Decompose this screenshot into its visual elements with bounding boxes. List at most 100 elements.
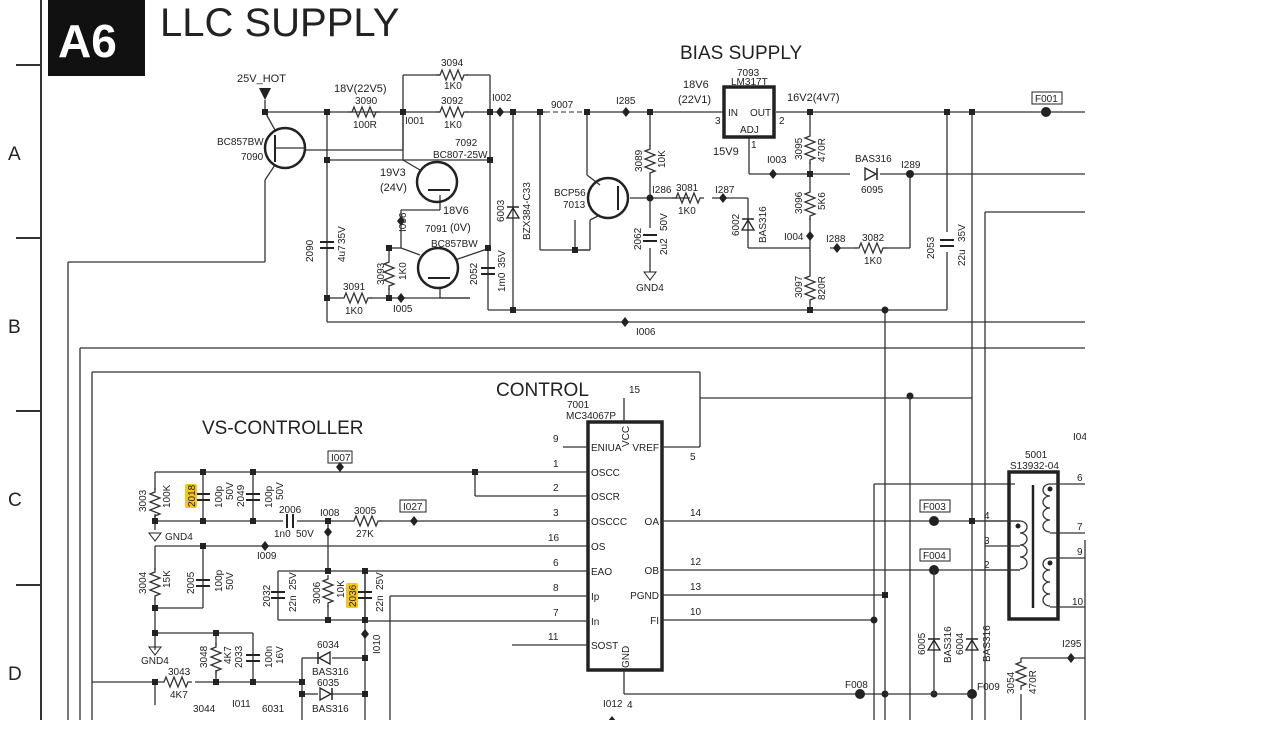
svg-text:5001: 5001 xyxy=(1025,450,1048,461)
svg-text:27K: 27K xyxy=(356,529,374,540)
resistor-3091: 3091 1K0 xyxy=(339,282,373,317)
ic-pin-number: 9 xyxy=(553,434,559,445)
svg-text:470R: 470R xyxy=(1028,670,1039,694)
page-bottom xyxy=(41,720,1280,747)
net-22v1: (22V1) xyxy=(678,94,711,106)
wires-control xyxy=(155,372,1020,720)
svg-text:9: 9 xyxy=(1077,547,1083,558)
svg-text:4u7: 4u7 xyxy=(337,245,348,262)
transistor-7092: 7092 BC807-25W xyxy=(415,138,488,204)
svg-text:3090: 3090 xyxy=(355,96,378,107)
ic-pin-number: 8 xyxy=(553,583,559,594)
resistor-3048: 3048 4K7 xyxy=(199,642,234,676)
capacitor-2033: 2033 100n 16V xyxy=(234,645,286,668)
svg-text:1K0: 1K0 xyxy=(444,120,462,131)
svg-text:7092: 7092 xyxy=(455,138,478,149)
transistor-7090: BC857BW 7090 xyxy=(217,126,307,170)
resistor-3044-ref: 3044 xyxy=(193,704,216,715)
net-24v: (24V) xyxy=(380,182,407,194)
svg-text:F001: F001 xyxy=(1035,94,1058,105)
sheet-id-badge xyxy=(48,0,145,76)
svg-text:22n: 22n xyxy=(288,595,299,612)
svg-text:35V: 35V xyxy=(337,226,348,244)
row-label-b: B xyxy=(8,317,21,338)
ic-pin-vref: VREF xyxy=(632,443,659,454)
f003-test-point: F003 xyxy=(919,499,951,513)
svg-text:50V: 50V xyxy=(225,572,236,590)
ic-pin-number: 7 xyxy=(553,608,559,619)
svg-text:3093: 3093 xyxy=(376,262,387,285)
svg-text:3092: 3092 xyxy=(441,96,464,107)
i027-test-point: I027 xyxy=(399,499,427,513)
net-18v6: 18V6 xyxy=(683,79,709,91)
svg-text:3006: 3006 xyxy=(312,581,323,604)
i012-marker xyxy=(608,716,616,721)
resistor-3005: 3005 27K xyxy=(349,506,383,540)
zener-6003: 6003 BZX384-C33 xyxy=(496,182,533,240)
capacitor-2005: 2005 100p 50V xyxy=(186,569,236,594)
svg-text:820R: 820R xyxy=(817,276,828,300)
svg-text:I027: I027 xyxy=(403,502,423,513)
capacitor-2006: 2006 1n0 50V xyxy=(274,505,314,540)
resistor-3097: 3097 820R xyxy=(794,271,828,305)
svg-text:1K0: 1K0 xyxy=(444,81,462,92)
i012-label: I012 xyxy=(603,699,623,710)
svg-text:1K0: 1K0 xyxy=(678,206,696,217)
svg-text:35V: 35V xyxy=(497,250,508,268)
diode-6034: 6034 BAS316 xyxy=(312,640,349,678)
svg-text:16V: 16V xyxy=(275,646,286,664)
svg-text:MC34067P: MC34067P xyxy=(566,411,616,422)
svg-text:2032: 2032 xyxy=(262,584,273,607)
junction-dots-upper xyxy=(262,107,1051,400)
svg-text:5K6: 5K6 xyxy=(817,192,828,210)
svg-text:1K0: 1K0 xyxy=(398,262,409,280)
svg-text:50V: 50V xyxy=(296,529,314,540)
svg-text:3096: 3096 xyxy=(794,191,805,214)
ic-pin-sost: SOST xyxy=(591,641,618,652)
svg-text:I005: I005 xyxy=(393,304,413,315)
section-vs-controller: VS-CONTROLLER xyxy=(202,418,364,439)
svg-text:2062: 2062 xyxy=(633,227,644,250)
transistor-7013: BCP56 7013 xyxy=(554,176,630,220)
i04-label: I04 xyxy=(1073,432,1087,443)
ic-pin-in: In xyxy=(591,617,599,628)
svg-text:25V: 25V xyxy=(288,572,299,590)
svg-text:100p: 100p xyxy=(214,569,225,592)
svg-text:6: 6 xyxy=(1077,473,1083,484)
svg-text:2: 2 xyxy=(984,560,990,571)
svg-text:F003: F003 xyxy=(923,502,946,513)
svg-text:BZX384-C33: BZX384-C33 xyxy=(522,182,533,240)
ic-pin-os: OS xyxy=(591,542,606,553)
ic-pin-number: 13 xyxy=(690,582,702,593)
i009-label: I009 xyxy=(257,551,277,562)
svg-text:BAS316: BAS316 xyxy=(312,667,349,678)
svg-text:6034: 6034 xyxy=(317,640,340,651)
ic-pin-number: 1 xyxy=(553,459,559,470)
ic-pin-number: 6 xyxy=(553,558,559,569)
transistor-7091: 7091 BC857BW xyxy=(416,224,478,290)
svg-text:I006: I006 xyxy=(636,327,656,338)
capacitor-2018: 2018 100p 50V xyxy=(185,482,236,508)
svg-text:4: 4 xyxy=(984,511,990,522)
ic-pin-pgnd: PGND xyxy=(630,591,659,602)
resistor-3003: 3003 100K xyxy=(138,484,173,521)
svg-text:2052: 2052 xyxy=(469,262,480,285)
resistor-3096: 3096 5K6 xyxy=(794,187,828,221)
svg-text:BAS316: BAS316 xyxy=(855,154,892,165)
resistor-3094: 3094 1K0 xyxy=(435,58,469,92)
ic-pin-number: 14 xyxy=(690,508,702,519)
svg-text:100n: 100n xyxy=(264,646,275,668)
page-right-margin xyxy=(1086,0,1280,747)
diode-6031-ref: 6031 xyxy=(262,704,285,715)
transformer-5001: 5001 S13932-04 4 3 2 6 7 9 10 xyxy=(975,450,1085,621)
resistor-3006: 3006 10K xyxy=(312,574,347,608)
resistor-3054: 3054 470R xyxy=(1006,657,1085,720)
capacitor-2052: 2052 1m0 35V xyxy=(469,250,508,292)
resistor-3081: 3081 1K0 xyxy=(671,183,705,217)
svg-text:3094: 3094 xyxy=(441,58,464,69)
ic-pin-eniua: ENIUA xyxy=(591,443,622,454)
svg-text:7001: 7001 xyxy=(567,400,590,411)
ic-pin-number: 2 xyxy=(553,483,559,494)
diode-6005: 6005 BAS316 xyxy=(917,626,954,663)
